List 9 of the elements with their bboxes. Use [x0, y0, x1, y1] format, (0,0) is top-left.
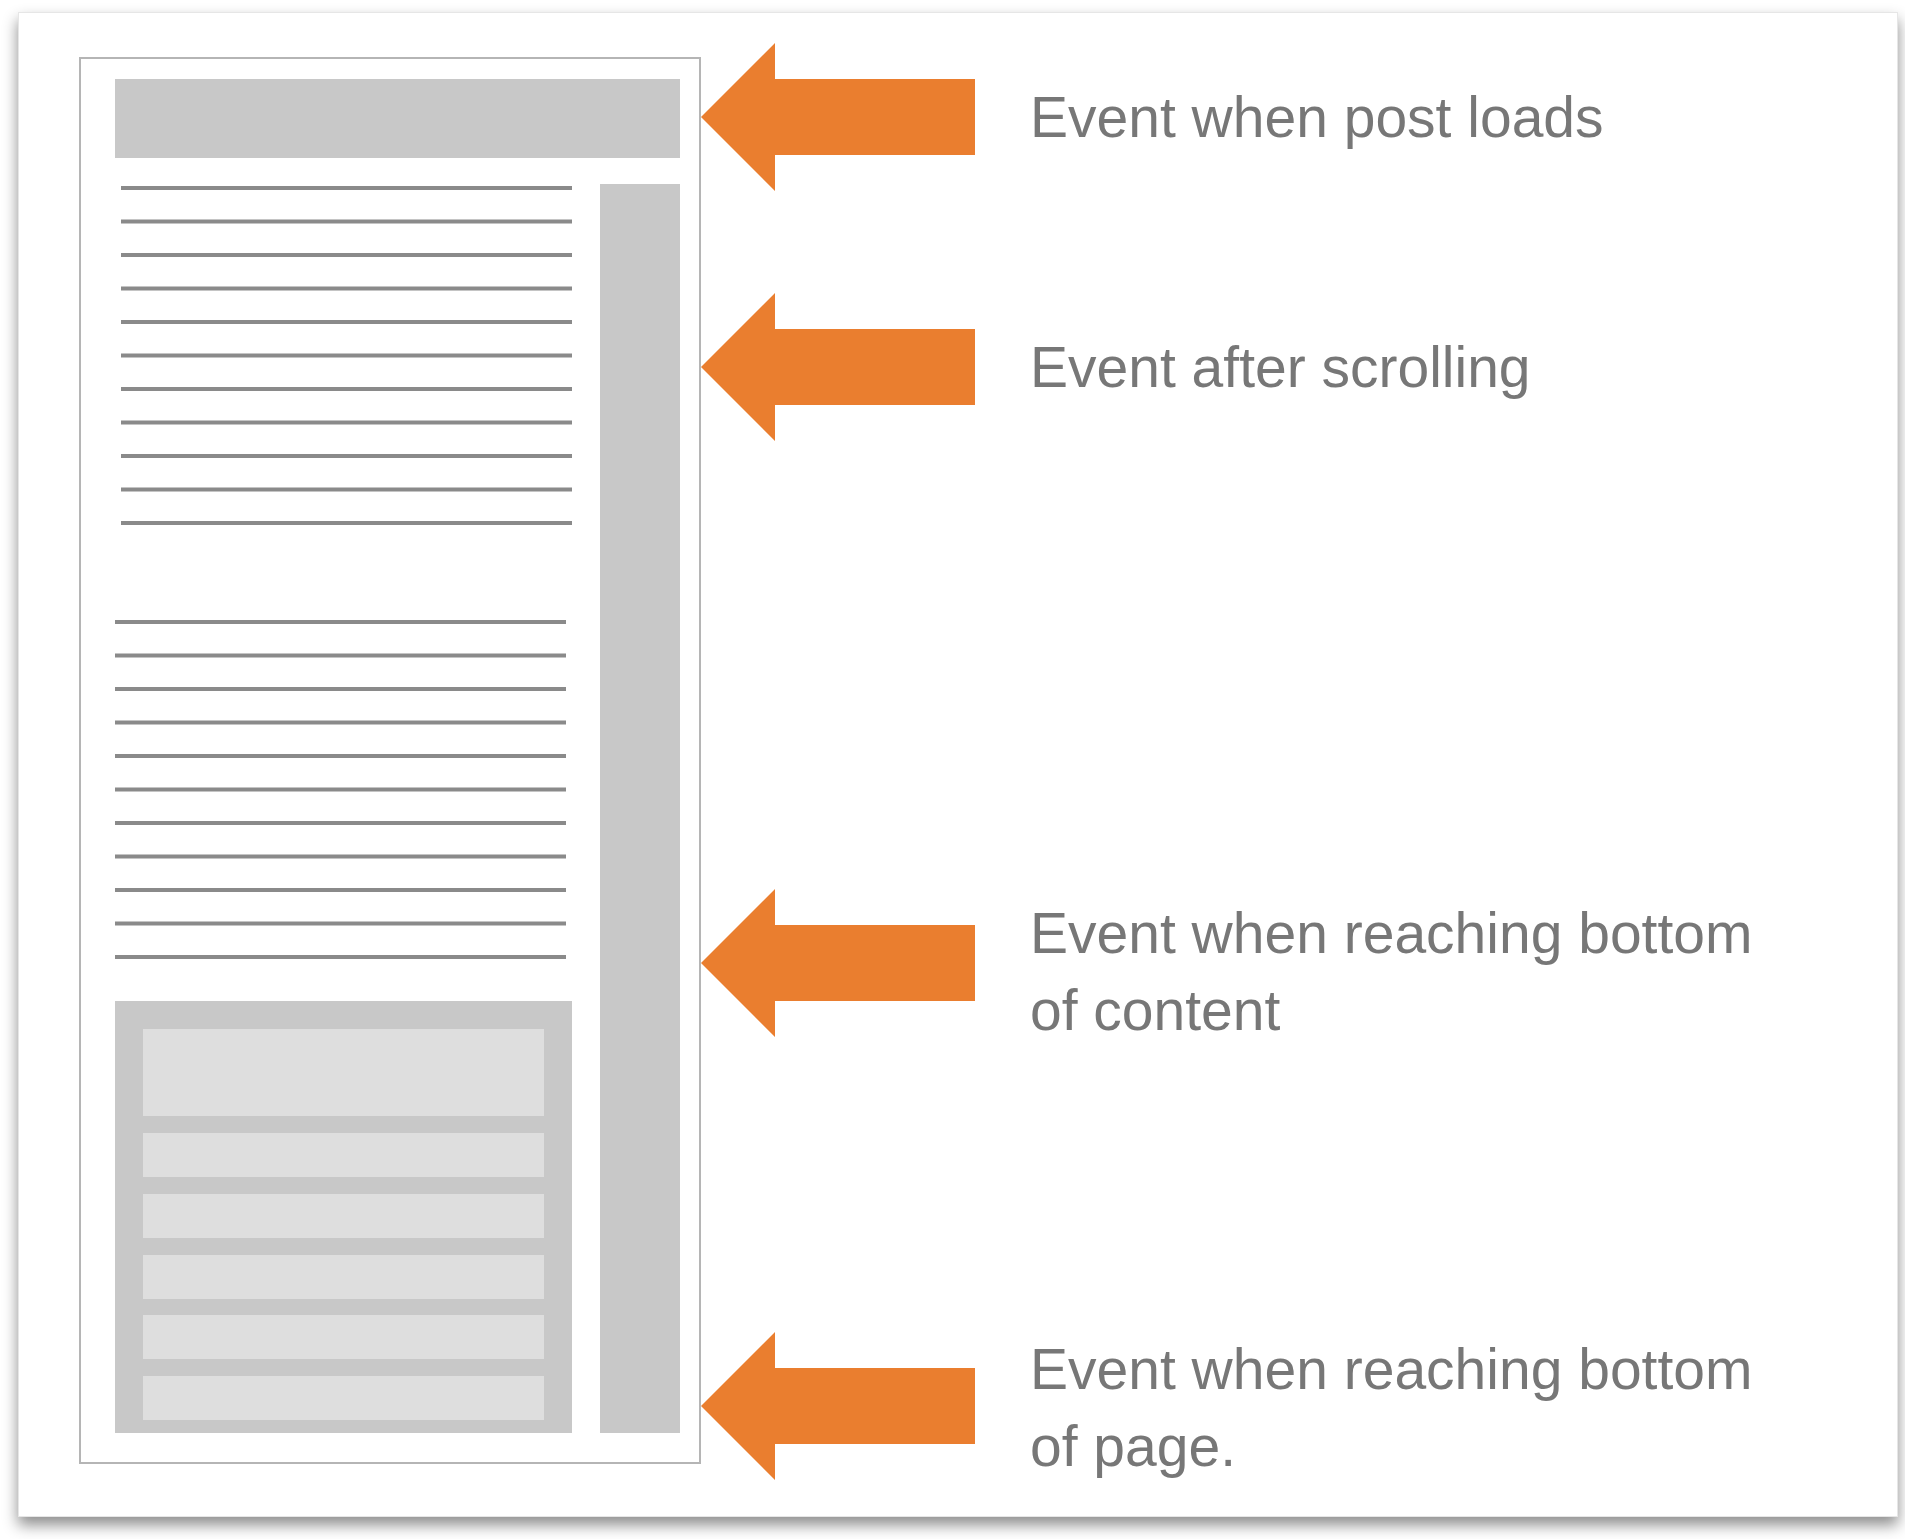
- webpage-wireframe-drawing: [79, 57, 701, 1464]
- block-arrow: [701, 293, 975, 441]
- event-label: Event when reaching bottom of content: [975, 895, 1800, 1049]
- block-arrow: [701, 43, 975, 191]
- event-label: Event when post loads: [975, 79, 1800, 156]
- event-label: Event when reaching bottom of page.: [975, 1331, 1800, 1485]
- block-arrow: [701, 889, 975, 1037]
- block-arrow: [701, 1332, 975, 1480]
- event-label: Event after scrolling: [975, 329, 1800, 406]
